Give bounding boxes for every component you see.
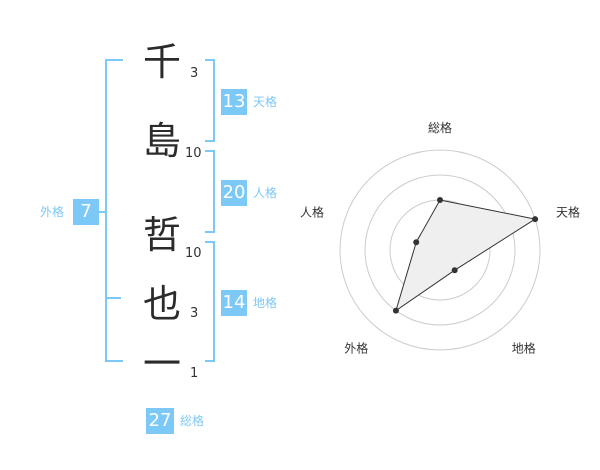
jinkaku-value: 20: [221, 180, 247, 206]
name-char-5: 一: [142, 342, 181, 386]
gaikaku-bracket-connector: [97, 211, 106, 213]
radar-ring: [339, 149, 541, 351]
gaikaku-value: 7: [73, 199, 99, 225]
chikaku-bracket: [205, 241, 215, 362]
radar-axis-label: 天格: [556, 204, 580, 219]
stroke-count-3: 10: [185, 246, 202, 261]
stroke-count-2: 10: [185, 146, 202, 161]
jinkaku-label: 人格: [253, 186, 278, 200]
gaikaku-bracket-tick: [107, 297, 121, 299]
radar-point: [532, 216, 539, 223]
name-char-1: 千: [142, 40, 181, 84]
radar-ring: [364, 174, 516, 326]
stroke-count-1: 3: [190, 66, 199, 81]
radar-point: [451, 267, 458, 274]
name-char-4: 也: [142, 282, 181, 326]
stroke-count-5: 1: [190, 366, 199, 381]
stroke-count-4: 3: [190, 306, 199, 321]
soukaku-label: 総格: [180, 414, 205, 428]
radar-axis-label: 外格: [344, 341, 368, 356]
radar-point: [392, 307, 399, 314]
name-char-2: 島: [142, 119, 181, 163]
radar-polygon: [395, 199, 537, 312]
tenkaku-value: 13: [221, 89, 247, 115]
soukaku-value: 27: [146, 408, 174, 434]
radar-axis-label: 地格: [512, 341, 536, 356]
tenkaku-label: 天格: [253, 95, 278, 109]
radar-point: [437, 197, 443, 203]
chikaku-label: 地格: [253, 296, 278, 310]
gaikaku-bracket: [105, 59, 123, 362]
radar-axis-label: 総格: [428, 120, 452, 135]
radar-point: [413, 239, 420, 246]
jinkaku-bracket: [205, 150, 215, 233]
tenkaku-bracket: [205, 59, 215, 142]
gaikaku-label: 外格: [40, 205, 65, 219]
name-char-3: 哲: [142, 213, 181, 257]
chikaku-value: 14: [221, 290, 247, 316]
radar-axis-label: 人格: [300, 204, 324, 219]
